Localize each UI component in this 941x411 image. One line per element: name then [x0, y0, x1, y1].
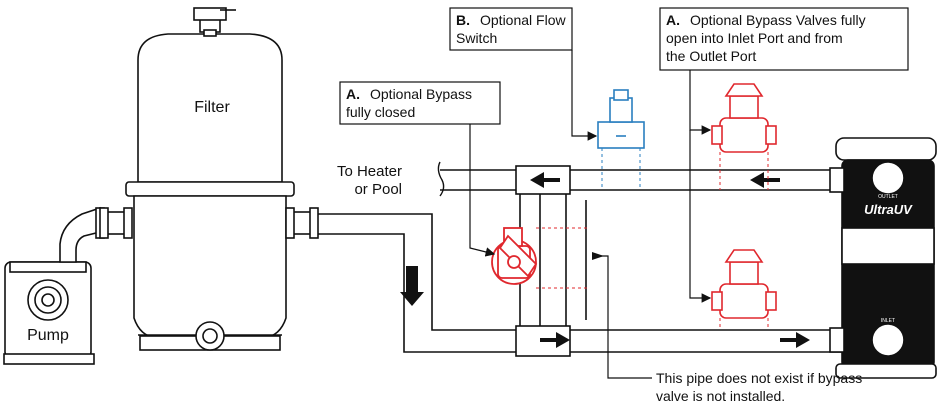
arrow-right-bottom-2 — [780, 332, 810, 348]
leader-flow-switch — [571, 50, 598, 141]
leader-bypass-open-top — [689, 70, 712, 135]
callout-open-letter: A. — [666, 12, 680, 28]
to-heater-label-1: To Heater — [337, 163, 402, 180]
pump-label: Pump — [27, 327, 69, 344]
callout-flow-letter: B. — [456, 12, 470, 28]
open-valve-guides — [719, 152, 769, 330]
flow-switch-guides — [601, 148, 641, 190]
callout-open-line1: Optional Bypass Valves fully — [690, 12, 866, 28]
open-bypass-valve-bottom — [711, 249, 777, 319]
closed-bypass-valve — [491, 227, 538, 285]
filter-label: Filter — [194, 99, 230, 116]
filter-outlet-union — [285, 207, 319, 239]
callout-closed-line2: fully closed — [346, 104, 415, 120]
closed-valve-guides — [536, 227, 590, 289]
leader-bypass-open-bottom — [689, 130, 712, 303]
leader-note — [600, 255, 652, 379]
open-bypass-valve-top — [711, 83, 777, 153]
pipe-end-break — [437, 161, 445, 197]
callout-open-line3: the Outlet Port — [666, 48, 756, 64]
note-line2: valve is not installed. — [656, 388, 785, 404]
flow-switch — [597, 89, 645, 149]
callout-open-line2: open into Inlet Port and from — [666, 30, 843, 46]
uv-inlet-label: INLET — [881, 318, 895, 324]
callout-closed-line1: Optional Bypass — [370, 86, 472, 102]
uv-brand: UltraUV — [864, 202, 913, 217]
arrow-right-bottom — [540, 332, 570, 348]
to-heater-label-2: or Pool — [354, 181, 402, 198]
uv-outlet-label: OUTLET — [878, 194, 898, 200]
arrow-left-top — [530, 172, 560, 188]
pump-filter-union — [99, 207, 133, 239]
flow-arrows — [400, 172, 810, 348]
ultra-uv-unit — [829, 137, 937, 379]
arrow-down — [400, 266, 424, 306]
callout-bypass-open: A. Optional Bypass Valves fully open int… — [659, 7, 909, 71]
callout-bypass-closed: A. Optional Bypass fully closed — [339, 81, 501, 125]
leader-note-arrow — [592, 252, 604, 260]
callout-flow-switch: B. Optional Flow Switch — [449, 7, 573, 51]
callout-flow-line2: Switch — [456, 30, 497, 46]
note-line1: This pipe does not exist if bypass — [656, 370, 862, 386]
leader-bypass-closed — [469, 124, 496, 257]
callout-flow-line1: Optional Flow — [480, 12, 566, 28]
arrow-left-top-2 — [750, 172, 780, 188]
filter — [125, 7, 295, 351]
callout-closed-letter: A. — [346, 86, 360, 102]
